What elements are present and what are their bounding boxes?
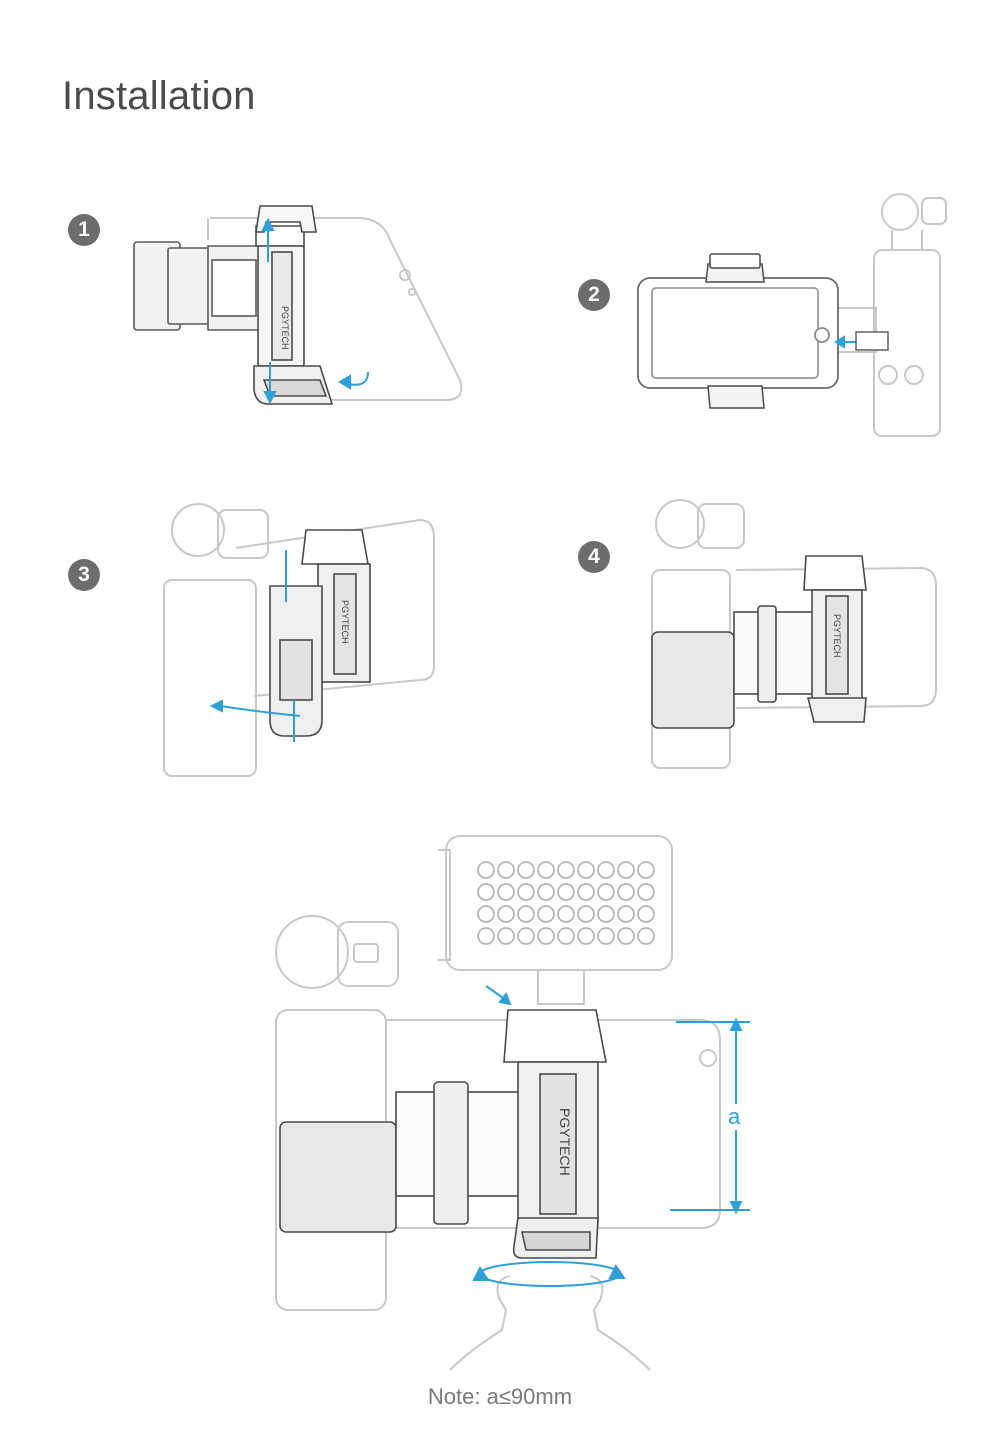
- led-dot: [557, 861, 575, 879]
- brand-logo-main: PGYTECH: [557, 1108, 573, 1176]
- brand-logo-1: PGYTECH: [280, 306, 290, 350]
- led-dot: [537, 861, 555, 879]
- led-dot: [537, 927, 555, 945]
- arrow-icon: [834, 335, 845, 349]
- step-badge-1: 1: [68, 214, 100, 246]
- page-title: Installation: [62, 74, 256, 118]
- led-dot: [617, 905, 635, 923]
- led-dot: [577, 883, 595, 901]
- led-dot: [537, 905, 555, 923]
- led-dot: [517, 927, 535, 945]
- led-dot: [497, 927, 515, 945]
- led-dot: [477, 927, 495, 945]
- led-dot: [497, 861, 515, 879]
- led-grid: [477, 861, 655, 945]
- size-note: Note: a≤90mm: [427, 1384, 573, 1409]
- led-dot: [537, 883, 555, 901]
- rotate-arrow-icon: [479, 1261, 621, 1287]
- led-dot: [517, 861, 535, 879]
- led-dot: [517, 905, 535, 923]
- led-dot: [557, 905, 575, 923]
- step-badge-4: 4: [578, 541, 610, 573]
- led-dot: [557, 927, 575, 945]
- led-dot: [597, 927, 615, 945]
- led-dot: [637, 861, 655, 879]
- brand-logo-4: PGYTECH: [832, 614, 842, 658]
- led-dot: [497, 905, 515, 923]
- led-dot: [477, 905, 495, 923]
- step-badge-2: 2: [578, 279, 610, 311]
- led-dot: [477, 883, 495, 901]
- led-dot: [557, 883, 575, 901]
- led-dot: [637, 883, 655, 901]
- led-dot: [497, 883, 515, 901]
- arrow-icon: [261, 217, 275, 231]
- arrow-icon: [263, 391, 277, 405]
- led-dot: [637, 905, 655, 923]
- brand-logo-3: PGYTECH: [340, 600, 350, 644]
- led-dot: [597, 883, 615, 901]
- arrow-icon: [729, 1201, 743, 1215]
- arrow-icon: [338, 374, 351, 390]
- final-assembly-illustration: PGYTECH a: [275, 835, 750, 1371]
- step-2-illustration: [637, 193, 947, 437]
- led-dot: [577, 927, 595, 945]
- step-3-illustration: PGYTECH: [163, 503, 435, 777]
- led-dot: [597, 905, 615, 923]
- led-dot: [617, 883, 635, 901]
- led-dot: [577, 861, 595, 879]
- arrow-icon: [498, 991, 512, 1006]
- led-dot: [517, 883, 535, 901]
- led-dot: [597, 861, 615, 879]
- led-dot: [617, 861, 635, 879]
- led-dot: [477, 861, 495, 879]
- arrow-icon: [729, 1017, 743, 1031]
- step-4-illustration: PGYTECH: [651, 499, 937, 769]
- step-badge-3: 3: [68, 559, 100, 591]
- led-dot: [637, 927, 655, 945]
- arrow-icon: [209, 699, 223, 713]
- led-dot: [617, 927, 635, 945]
- dimension-label-a: a: [728, 1104, 741, 1129]
- step-1-illustration: PGYTECH: [133, 205, 463, 405]
- led-dot: [577, 905, 595, 923]
